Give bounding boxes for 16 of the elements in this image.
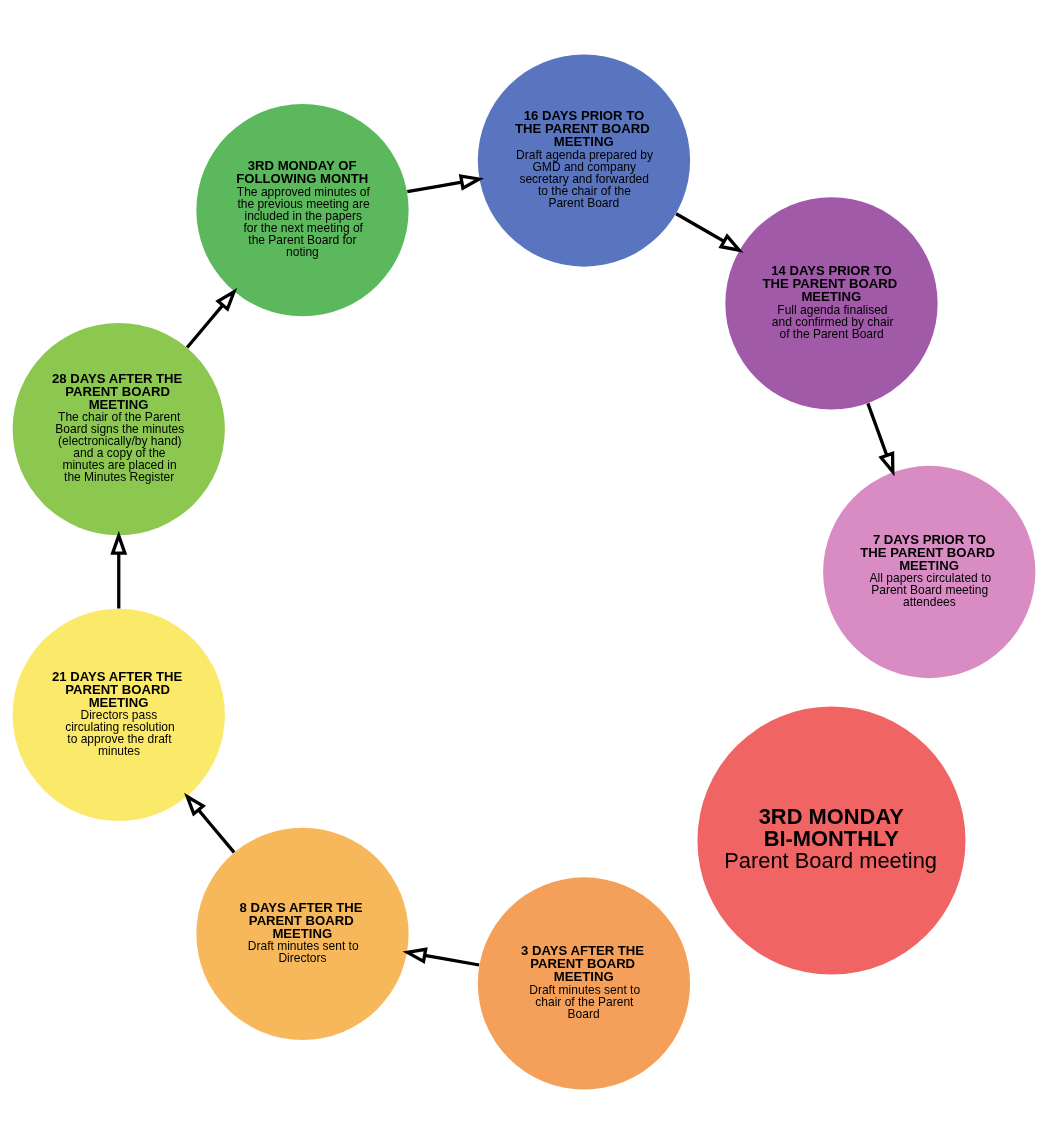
- node-circle: 7 DAYS PRIOR TO THE PARENT BOARD MEETING All papers circulated to Parent Board meeting attendees: [823, 465, 1036, 679]
- node-circle: 3 DAYS AFTER THE PARENT BOARD MEETING Draft minutes sent to chair of the Parent Board: [477, 877, 691, 1090]
- node-circle: 16 DAYS PRIOR TO THE PARENT BOARD MEETING Draft agenda prepared by GMD and company secretary and forwarded to the chair of the Parent Board: [477, 54, 691, 267]
- arrow: [407, 174, 484, 194]
- arrow: [184, 792, 236, 854]
- node-circle: 14 DAYS PRIOR TO THE PARENT BOARD MEETING Full agenda finalised and confirmed by chair of the Parent Board: [725, 197, 938, 410]
- node-circle: 21 DAYS AFTER THE PARENT BOARD MEETING Directors pass circulating resolution to approve the draft minutes: [12, 608, 225, 822]
- arrow: [866, 402, 895, 477]
- arrow: [110, 530, 128, 609]
- arrow: [402, 947, 480, 967]
- node-circle: 28 DAYS AFTER THE PARENT BOARD MEETING The chair of the Parent Board signs the minutes (electronically/by hand) and a copy of the minutes are placed in the Minutes Register: [12, 322, 225, 536]
- node-circle: 3RD MONDAY OF FOLLOWING MONTH The approved minutes of the previous meeting are included in the papers for the next meeting of the Parent Board for noting: [196, 104, 409, 317]
- node-circle: 8 DAYS AFTER THE PARENT BOARD MEETING Draft minutes sent to Directors: [196, 827, 409, 1040]
- node-circle: 3RD MONDAY BI-MONTHLY Parent Board meeting: [697, 706, 966, 975]
- arrow: [675, 212, 744, 253]
- arrow: [185, 287, 238, 349]
